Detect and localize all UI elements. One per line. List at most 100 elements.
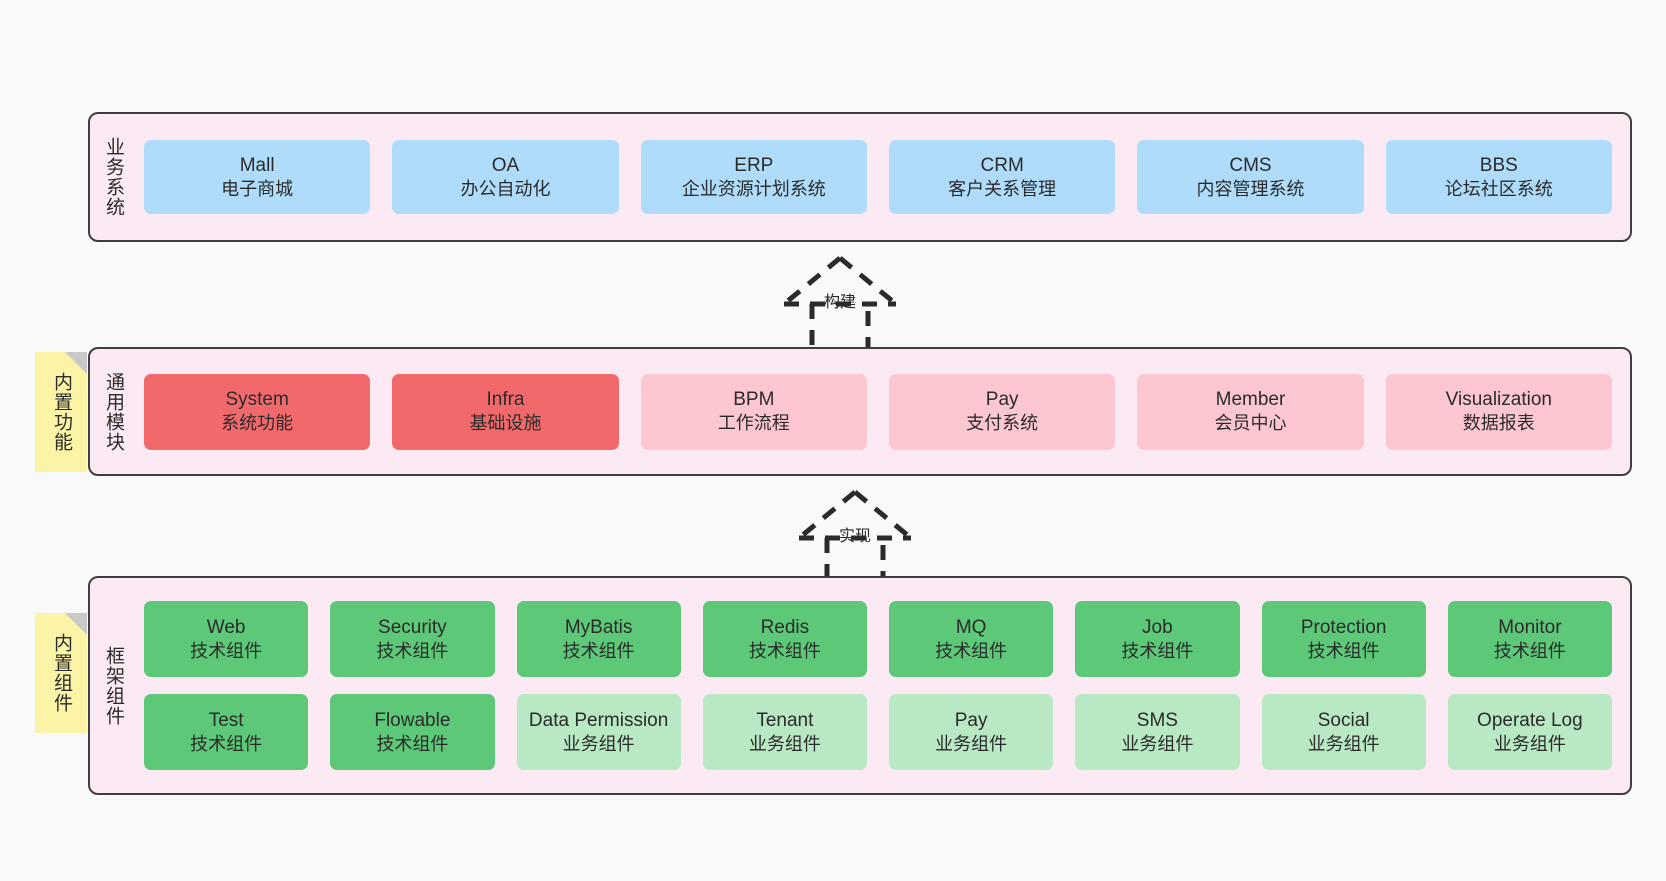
card-name: Tenant bbox=[756, 709, 814, 731]
framework-card-tenant[interactable]: Tenant 业务组件 bbox=[702, 694, 867, 770]
card-subtitle: 技术组件 bbox=[1307, 640, 1380, 661]
layer-framework-title: 框架组件 bbox=[103, 645, 125, 726]
card-name: Job bbox=[1142, 616, 1173, 638]
business-card-row: Mall 电子商城 OA 办公自动化 ERP 企业资源计划系统 CRM 客户关系… bbox=[144, 140, 1612, 214]
business-card-cms[interactable]: CMS 内容管理系统 bbox=[1137, 140, 1364, 214]
card-name: OA bbox=[491, 154, 520, 176]
common-card-infra[interactable]: Infra 基础设施 bbox=[392, 373, 619, 450]
card-name: Protection bbox=[1300, 616, 1387, 638]
card-name: Infra bbox=[486, 389, 525, 411]
generalization-arrow-up-icon bbox=[782, 256, 898, 355]
framework-card-protection[interactable]: Protection 技术组件 bbox=[1261, 601, 1426, 677]
card-subtitle: 论坛社区系统 bbox=[1444, 178, 1553, 199]
card-subtitle: 数据报表 bbox=[1462, 413, 1535, 434]
generalization-arrow-up-icon bbox=[797, 490, 913, 589]
common-card-row: System 系统功能 Infra 基础设施 BPM 工作流程 Pay 支付系统… bbox=[144, 373, 1612, 450]
business-card-erp[interactable]: ERP 企业资源计划系统 bbox=[640, 140, 867, 214]
card-subtitle: 办公自动化 bbox=[460, 178, 551, 199]
layer-common-body: System 系统功能 Infra 基础设施 BPM 工作流程 Pay 支付系统… bbox=[136, 349, 1630, 474]
business-card-bbs[interactable]: BBS 论坛社区系统 bbox=[1385, 140, 1612, 214]
sticky-note-label: 内置组件 bbox=[51, 633, 73, 713]
card-name: Data Permission bbox=[528, 709, 669, 731]
card-name: BPM bbox=[733, 389, 775, 411]
page-fold-icon bbox=[65, 613, 87, 635]
card-name: MyBatis bbox=[564, 616, 633, 638]
framework-card-test[interactable]: Test 技术组件 bbox=[144, 694, 309, 770]
card-subtitle: 技术组件 bbox=[562, 640, 635, 661]
framework-tech-component-row: Web 技术组件 Security 技术组件 MyBatis 技术组件 Redi… bbox=[144, 601, 1612, 677]
framework-card-pay[interactable]: Pay 业务组件 bbox=[889, 694, 1054, 770]
page-fold-icon bbox=[65, 352, 87, 374]
connector-realize-label: 实现 bbox=[838, 528, 872, 545]
framework-card-job[interactable]: Job 技术组件 bbox=[1075, 601, 1240, 677]
card-subtitle: 企业资源计划系统 bbox=[681, 178, 826, 199]
framework-card-data-permission[interactable]: Data Permission 业务组件 bbox=[516, 694, 681, 770]
card-subtitle: 电子商城 bbox=[221, 178, 294, 199]
common-card-bpm[interactable]: BPM 工作流程 bbox=[640, 373, 867, 450]
card-name: Social bbox=[1317, 709, 1370, 731]
framework-card-flowable[interactable]: Flowable 技术组件 bbox=[330, 694, 495, 770]
card-subtitle: 技术组件 bbox=[190, 733, 263, 754]
card-name: Web bbox=[206, 616, 246, 638]
framework-card-redis[interactable]: Redis 技术组件 bbox=[702, 601, 867, 677]
connector-build-label: 构建 bbox=[823, 294, 857, 311]
card-subtitle: 会员中心 bbox=[1214, 413, 1287, 434]
card-name: ERP bbox=[734, 154, 774, 176]
common-card-visualization[interactable]: Visualization 数据报表 bbox=[1385, 373, 1612, 450]
framework-card-security[interactable]: Security 技术组件 bbox=[330, 601, 495, 677]
card-name: CMS bbox=[1229, 154, 1272, 176]
layer-common-modules: 通用模块 System 系统功能 Infra 基础设施 BPM 工作流程 Pay… bbox=[88, 347, 1632, 476]
business-card-crm[interactable]: CRM 客户关系管理 bbox=[888, 140, 1116, 214]
card-subtitle: 技术组件 bbox=[1121, 640, 1194, 661]
card-subtitle: 基础设施 bbox=[469, 413, 542, 434]
sticky-note-builtin-features: 内置功能 bbox=[35, 352, 87, 472]
framework-business-component-row: Test 技术组件 Flowable 技术组件 Data Permission … bbox=[144, 694, 1612, 770]
layer-common-title: 通用模块 bbox=[103, 371, 125, 452]
framework-card-social[interactable]: Social 业务组件 bbox=[1261, 694, 1426, 770]
card-subtitle: 技术组件 bbox=[190, 640, 263, 661]
card-name: Monitor bbox=[1498, 616, 1562, 638]
card-name: Mall bbox=[239, 154, 275, 176]
card-name: Redis bbox=[760, 616, 810, 638]
card-subtitle: 技术组件 bbox=[748, 640, 821, 661]
card-name: MQ bbox=[955, 616, 987, 638]
card-subtitle: 业务组件 bbox=[1121, 733, 1194, 754]
card-name: Member bbox=[1215, 389, 1286, 411]
business-card-oa[interactable]: OA 办公自动化 bbox=[392, 140, 619, 214]
framework-card-mq[interactable]: MQ 技术组件 bbox=[889, 601, 1054, 677]
card-subtitle: 系统功能 bbox=[221, 413, 294, 434]
layer-business-systems: 业务系统 Mall 电子商城 OA 办公自动化 ERP 企业资源计划系统 CRM… bbox=[88, 112, 1632, 242]
framework-card-monitor[interactable]: Monitor 技术组件 bbox=[1447, 601, 1612, 677]
common-card-member[interactable]: Member 会员中心 bbox=[1137, 373, 1364, 450]
card-subtitle: 内容管理系统 bbox=[1196, 178, 1305, 199]
framework-card-mybatis[interactable]: MyBatis 技术组件 bbox=[516, 601, 681, 677]
sticky-note-label: 内置功能 bbox=[51, 372, 73, 452]
card-name: SMS bbox=[1136, 709, 1178, 731]
card-name: System bbox=[225, 389, 289, 411]
common-card-pay[interactable]: Pay 支付系统 bbox=[888, 373, 1116, 450]
framework-card-operate-log[interactable]: Operate Log 业务组件 bbox=[1447, 694, 1612, 770]
card-subtitle: 支付系统 bbox=[966, 413, 1039, 434]
card-subtitle: 工作流程 bbox=[717, 413, 790, 434]
card-subtitle: 客户关系管理 bbox=[948, 178, 1057, 199]
framework-card-sms[interactable]: SMS 业务组件 bbox=[1075, 694, 1240, 770]
card-subtitle: 技术组件 bbox=[935, 640, 1008, 661]
card-name: Flowable bbox=[374, 709, 451, 731]
card-name: Operate Log bbox=[1477, 709, 1583, 731]
card-subtitle: 技术组件 bbox=[376, 733, 449, 754]
common-card-system[interactable]: System 系统功能 bbox=[144, 373, 371, 450]
connector-build: 构建 bbox=[740, 252, 940, 360]
framework-card-web[interactable]: Web 技术组件 bbox=[144, 601, 309, 677]
card-subtitle: 技术组件 bbox=[376, 640, 449, 661]
card-name: CRM bbox=[980, 154, 1024, 176]
card-subtitle: 业务组件 bbox=[562, 733, 635, 754]
layer-business-body: Mall 电子商城 OA 办公自动化 ERP 企业资源计划系统 CRM 客户关系… bbox=[136, 114, 1630, 240]
card-name: Pay bbox=[954, 709, 988, 731]
card-subtitle: 业务组件 bbox=[1307, 733, 1380, 754]
business-card-mall[interactable]: Mall 电子商城 bbox=[144, 140, 371, 214]
card-name: Security bbox=[378, 616, 447, 638]
layer-framework-components: 框架组件 Web 技术组件 Security 技术组件 MyBatis 技术组件… bbox=[88, 576, 1632, 795]
layer-framework-body: Web 技术组件 Security 技术组件 MyBatis 技术组件 Redi… bbox=[136, 578, 1630, 793]
card-subtitle: 业务组件 bbox=[935, 733, 1008, 754]
card-name: Visualization bbox=[1445, 389, 1552, 411]
